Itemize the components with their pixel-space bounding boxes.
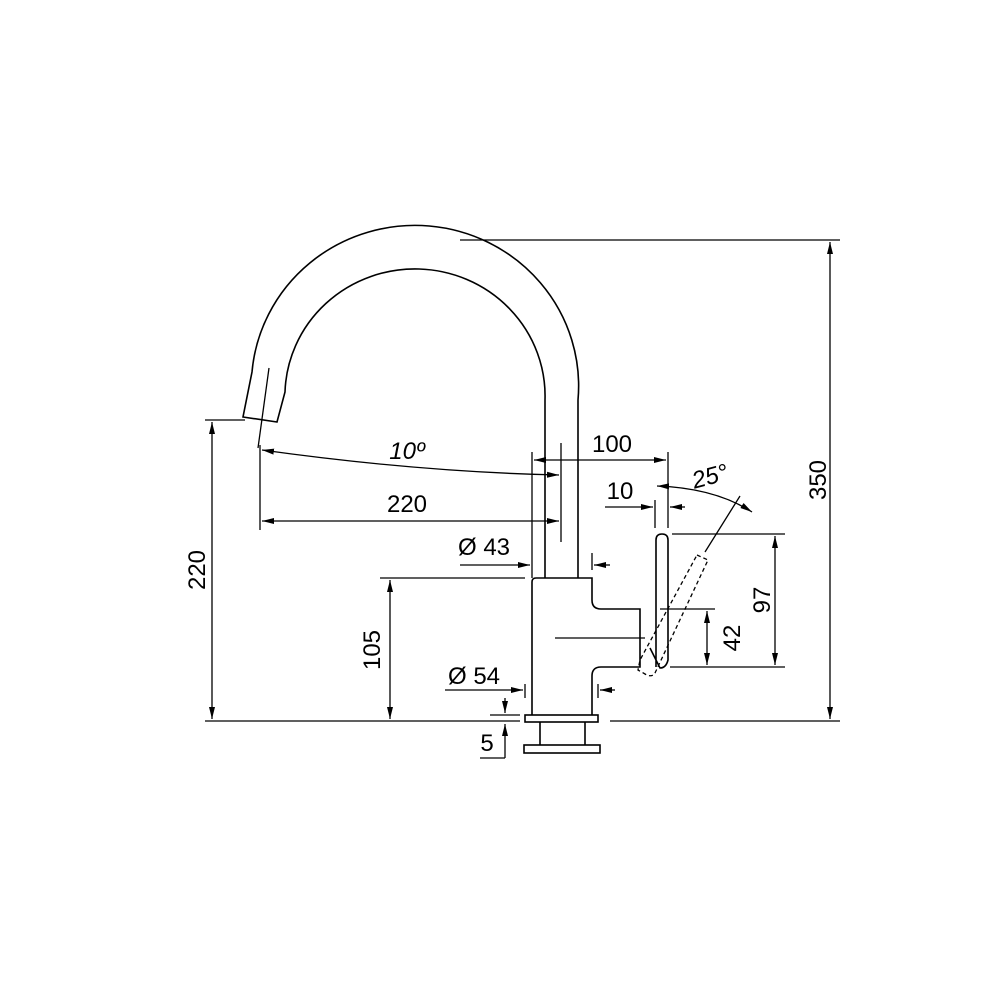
dimension-labels: 350 220 105 220 10º 100 10 25° Ø 43 Ø 54… [184,431,832,757]
label-spout-reach: 220 [387,491,427,518]
label-body-height: 105 [359,630,386,670]
faucet-outline [242,224,709,754]
label-handle-pivot-height: 42 [719,625,746,652]
mount-nut [523,744,601,754]
label-spout-angle: 10º [389,438,426,465]
extension-lines [205,239,840,759]
label-handle-height: 97 [749,587,776,614]
body [531,577,641,715]
label-base-diameter: Ø 54 [448,663,500,690]
label-handle-offset: 100 [592,431,632,458]
handle-rotated [637,554,709,677]
spout-outer [242,224,580,578]
spout-centerline [257,367,270,449]
dimension-lines [209,242,833,758]
label-handle-angle: 25° [688,459,731,495]
label-spout-height: 220 [184,550,211,590]
handle-lever [649,533,669,669]
label-body-diameter: Ø 43 [458,534,510,561]
label-handle-thickness: 10 [607,478,634,505]
mount-stem [539,722,586,745]
base-plate [524,714,599,723]
label-total-height: 350 [805,460,832,500]
label-base-thickness: 5 [480,730,493,757]
